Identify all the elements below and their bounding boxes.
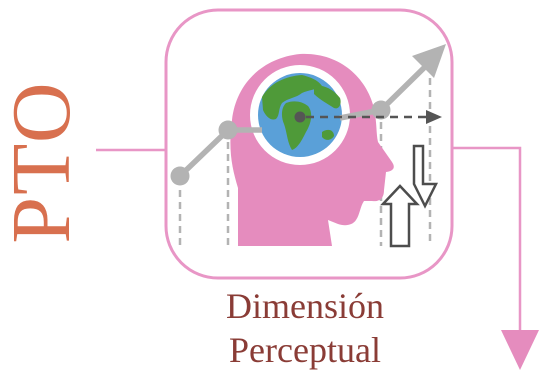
caption-line-1: Dimensión <box>180 286 430 326</box>
right-connector-line <box>452 148 520 332</box>
down-arrow-icon <box>501 330 539 370</box>
caption-line-2: Perceptual <box>180 330 430 370</box>
side-label: PTO <box>2 42 82 282</box>
